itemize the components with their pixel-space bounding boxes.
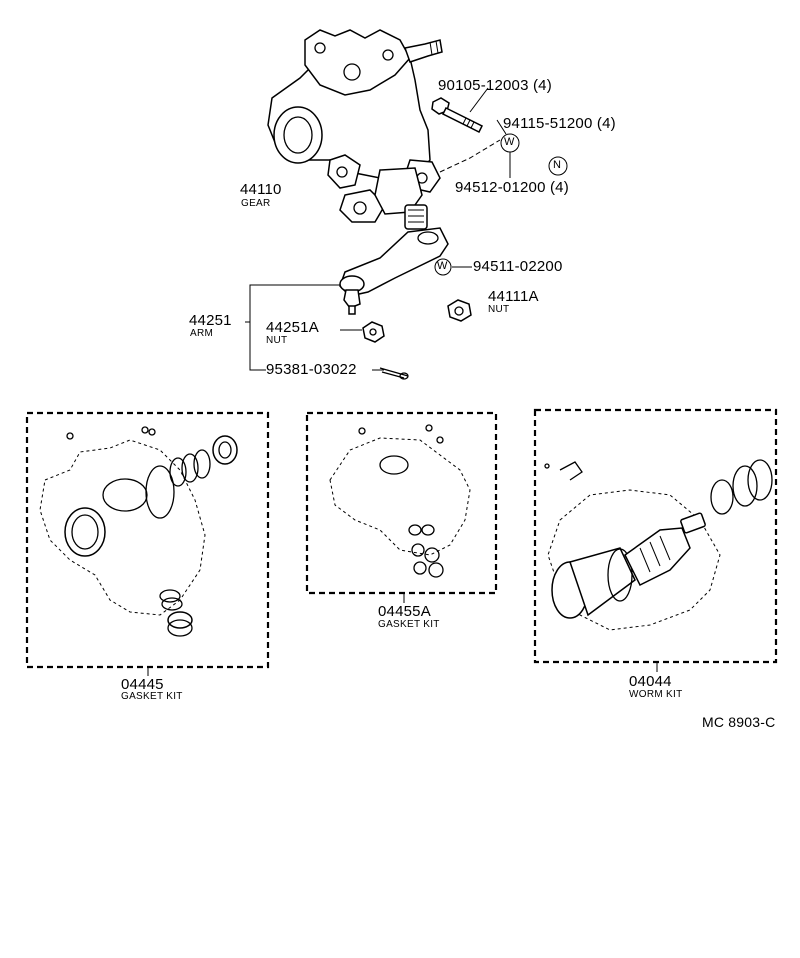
nut-symbol (548, 156, 568, 176)
arm-nut-part-name: NUT (266, 335, 288, 346)
arm-part-name: ARM (190, 328, 214, 339)
big-nut-part-number: 44111A (488, 288, 539, 305)
washer-top-part-number: 94115-51200 (4) (503, 115, 616, 132)
big-nut-part-name: NUT (488, 304, 510, 315)
steering-gear-housing (267, 29, 443, 230)
worm-kit-parts (544, 459, 773, 631)
bolt-90105 (431, 97, 484, 134)
cotter-pin-part-number: 95381-03022 (266, 361, 357, 378)
worm-kit-number: 04044 (629, 673, 672, 690)
gasket-kit-2-name: GASKET KIT (378, 619, 440, 630)
gasket-kit-2-parts (329, 424, 471, 578)
arm-part-number: 44251 (189, 312, 232, 329)
pitman-arm (339, 227, 449, 315)
washer-mid-part-number: 94512-01200 (4) (455, 179, 569, 196)
nut-symbol-letter: N (553, 159, 561, 171)
leader-lines (245, 87, 511, 371)
washer-symbol-small (434, 258, 452, 276)
nut-44111A (447, 299, 472, 322)
kit-box-04455A (305, 411, 498, 595)
washer-symbol-small-letter: W (437, 260, 448, 272)
bolt-part-number: 90105-12003 (4) (438, 77, 552, 94)
gear-part-number: 44110 (240, 181, 282, 198)
washer-small-part-number: 94511-02200 (473, 258, 563, 275)
arm-nut-part-number: 44251A (266, 319, 319, 336)
worm-kit-name: WORM KIT (629, 689, 683, 700)
gasket-kit-1-parts (39, 426, 238, 637)
cotter-pin (379, 367, 409, 380)
gasket-kit-1-number: 04445 (121, 676, 164, 693)
gear-part-name: GEAR (241, 198, 271, 209)
diagram-reference-code: MC 8903-C (702, 714, 776, 730)
kit-box-04044 (533, 408, 778, 664)
gasket-kit-1-name: GASKET KIT (121, 691, 183, 702)
nut-44251A (362, 321, 385, 343)
gasket-kit-2-number: 04455A (378, 603, 431, 620)
washer-symbol-top-letter: W (504, 136, 515, 148)
